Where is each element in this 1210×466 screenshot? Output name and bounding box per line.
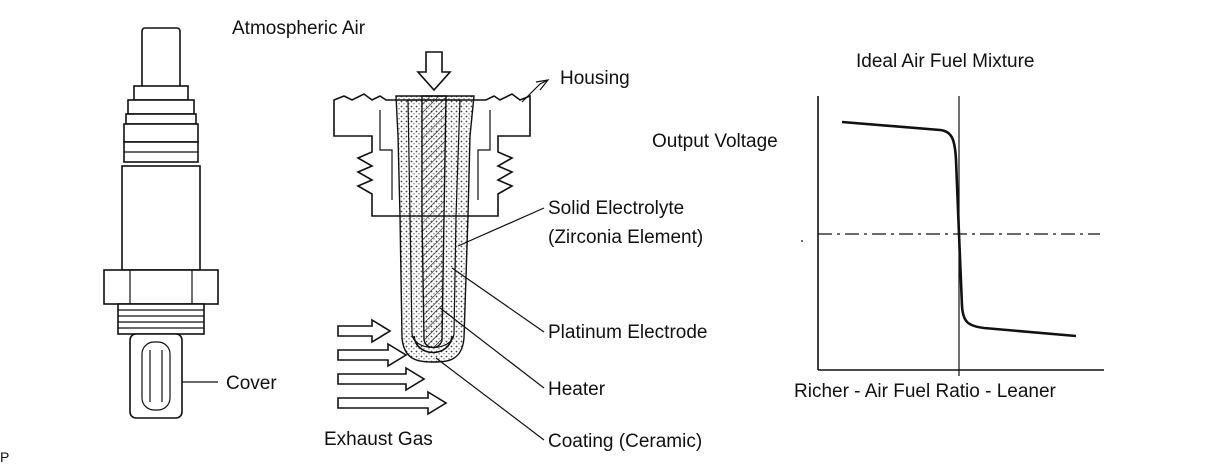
graph-title: Ideal Air Fuel Mixture — [856, 51, 1034, 72]
cover-callout: Cover — [182, 373, 277, 394]
exhaust-gas-arrows — [337, 318, 448, 416]
zirconia-element-label: (Zirconia Element) — [548, 227, 703, 248]
air-flow-arrow — [416, 51, 452, 92]
voltage-graph: Ideal Air Fuel Mixture Output Voltage Ri… — [652, 51, 1104, 402]
graph-ylabel: Output Voltage — [652, 131, 778, 152]
callout-lines — [435, 79, 550, 441]
sensor-exterior — [103, 27, 219, 419]
coating-label: Coating (Ceramic) — [548, 431, 702, 452]
platinum-electrode-label: Platinum Electrode — [548, 322, 707, 343]
corner-mark: P — [0, 449, 9, 465]
graph-xlabel: Richer - Air Fuel Ratio - Leaner — [794, 381, 1057, 402]
cover-label: Cover — [226, 373, 277, 394]
housing-label: Housing — [560, 68, 630, 89]
atmospheric-air-label: Atmospheric Air — [232, 18, 366, 39]
exhaust-gas-label: Exhaust Gas — [324, 429, 433, 450]
heater-label: Heater — [548, 379, 606, 400]
sensor-cross-section — [333, 51, 531, 363]
response-curve — [841, 120, 1077, 338]
solid-electrolyte-label: Solid Electrolyte — [548, 198, 684, 219]
